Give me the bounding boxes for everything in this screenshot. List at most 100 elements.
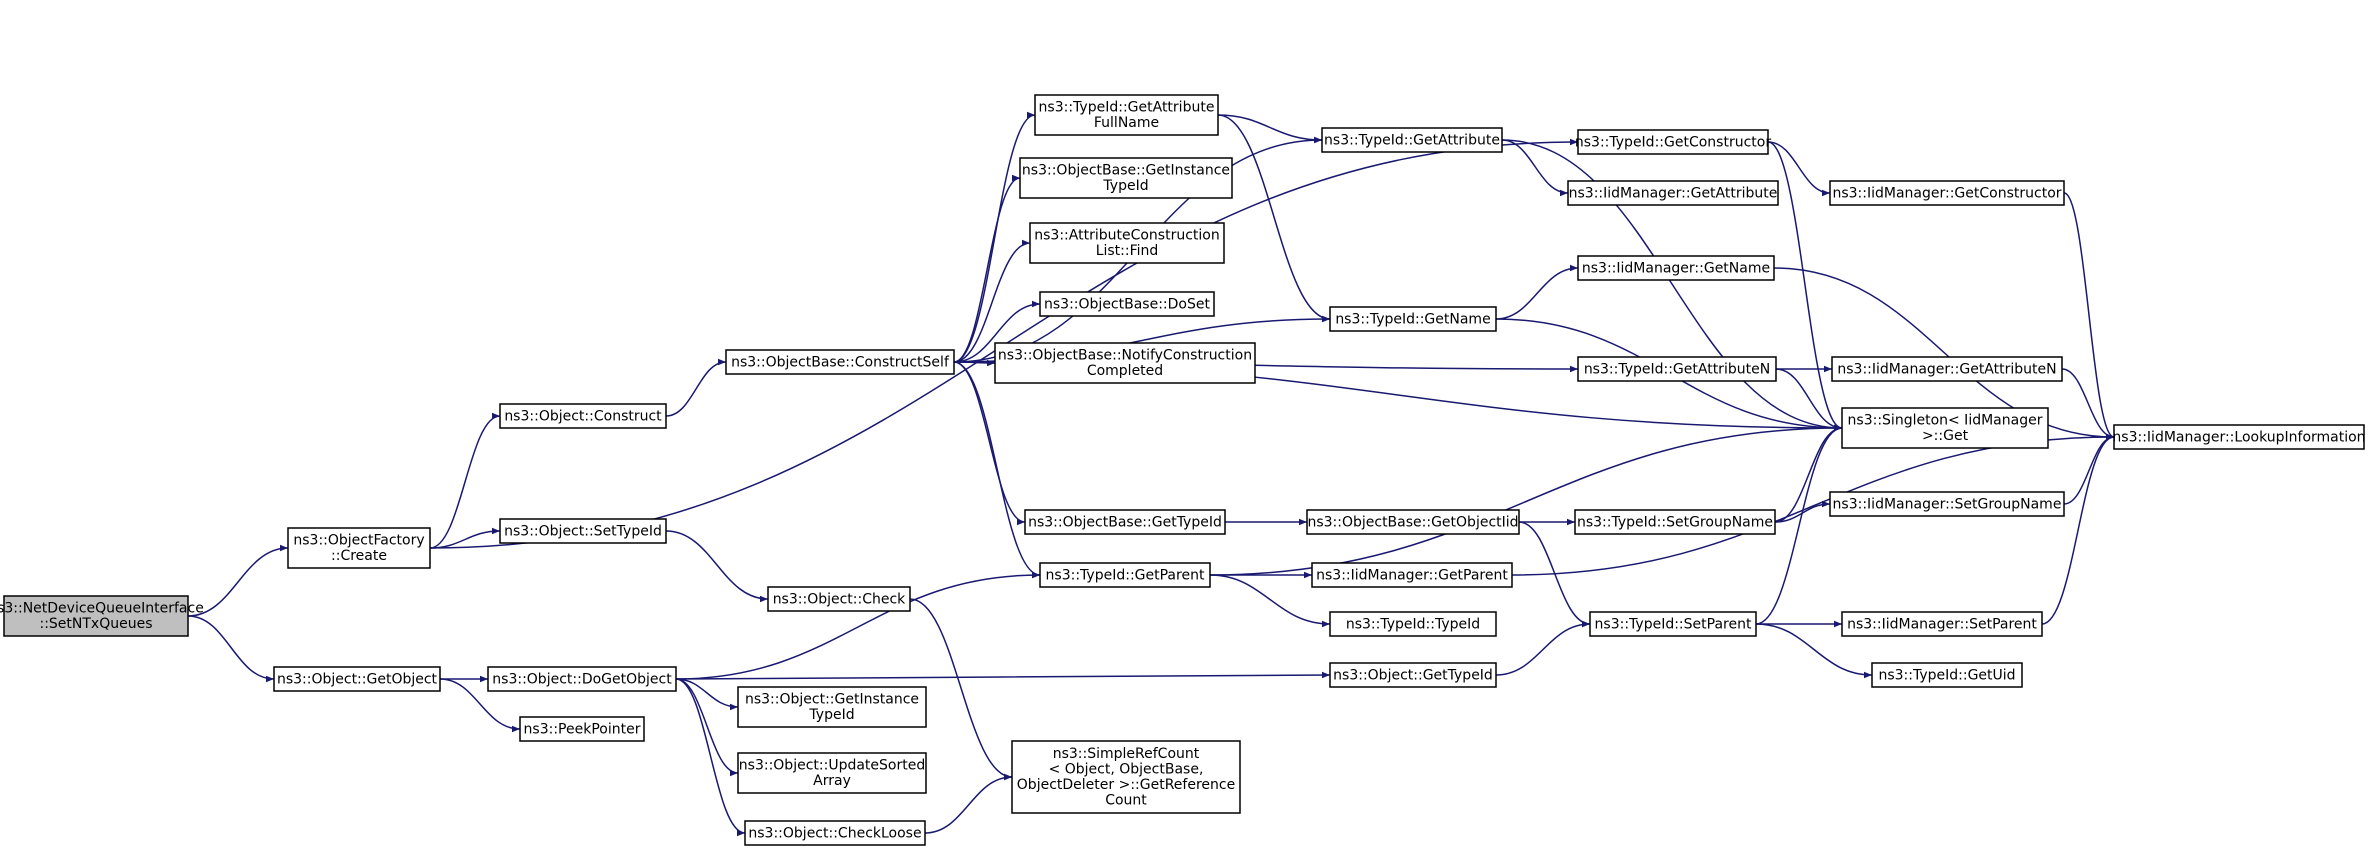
node-iid_getname[interactable]: ns3::IidManager::GetName — [1577, 255, 1775, 281]
node-label: ns3::Object::Construct — [504, 408, 662, 424]
node-tid_typeid[interactable]: ns3::TypeId::TypeId — [1329, 611, 1497, 637]
node-label: ns3::IidManager::GetAttributeN — [1837, 361, 2056, 377]
node-label: < Object, ObjectBase, — [1049, 762, 1204, 778]
edge-ob_constructself-to-tid_getattrfullname — [953, 111, 1036, 363]
node-iid_lookup[interactable]: ns3::IidManager::LookupInformation — [2112, 424, 2366, 450]
edge-ob_constructself-to-tid_getparent — [953, 361, 1041, 579]
node-tid_getattribute[interactable]: ns3::TypeId::GetAttribute — [1321, 127, 1503, 153]
node-iid_getconstructor[interactable]: ns3::IidManager::GetConstructor — [1829, 180, 2065, 206]
node-label: ns3::TypeId::GetName — [1335, 311, 1490, 327]
node-obj_checkloose[interactable]: ns3::Object::CheckLoose — [744, 820, 926, 846]
node-label: FullName — [1094, 115, 1159, 131]
node-ob_getobjectiid[interactable]: ns3::ObjectBase::GetObjectIid — [1306, 509, 1520, 535]
node-box — [1871, 662, 2023, 688]
node-box — [1011, 740, 1241, 814]
node-factory_create[interactable]: ns3::ObjectFactory::Create — [287, 527, 431, 569]
node-obj_construct[interactable]: ns3::Object::Construct — [499, 403, 667, 429]
edge-iid_getname-to-iid_lookup — [1773, 267, 2115, 441]
node-ob_gettypeid[interactable]: ns3::ObjectBase::GetTypeId — [1024, 509, 1226, 535]
node-label: ns3::Object::UpdateSorted — [739, 758, 925, 774]
edge-tid_getconstructor-to-iid_getconstructor — [1767, 141, 1831, 197]
node-iid_getparent[interactable]: ns3::IidManager::GetParent — [1311, 562, 1513, 588]
node-box — [1329, 306, 1497, 332]
node-simplerefcount[interactable]: ns3::SimpleRefCount< Object, ObjectBase,… — [1011, 740, 1241, 814]
node-box — [744, 820, 926, 846]
node-label: ns3::TypeId::GetAttributeN — [1584, 361, 1770, 377]
edge-tid_setparent-to-singleton_get — [1755, 424, 1843, 625]
edge-obj_dogetobject-to-obj_getinstancetypeid — [675, 678, 739, 711]
edge-tid_getparent-to-tid_typeid — [1209, 574, 1331, 628]
node-ob_notify[interactable]: ns3::ObjectBase::NotifyConstructionCompl… — [994, 342, 1256, 384]
node-tid_getparent[interactable]: ns3::TypeId::GetParent — [1039, 562, 1211, 588]
edge-obj_getobject-to-peekpointer — [439, 678, 521, 733]
node-label: ns3::ObjectFactory — [293, 533, 424, 549]
node-obj_gettypeid[interactable]: ns3::Object::GetTypeId — [1329, 662, 1497, 688]
node-tid_getuid[interactable]: ns3::TypeId::GetUid — [1871, 662, 2023, 688]
node-obj_settypeid[interactable]: ns3::Object::SetTypeId — [499, 518, 667, 544]
node-singleton_get[interactable]: ns3::Singleton< IidManager >::Get — [1841, 407, 2049, 449]
edge-obj_check-to-simplerefcount — [909, 598, 1013, 781]
node-tid_getname[interactable]: ns3::TypeId::GetName — [1329, 306, 1497, 332]
edge-iid_setparent-to-iid_lookup — [2041, 433, 2115, 625]
node-box — [767, 586, 911, 612]
node-label: ns3::SimpleRefCount — [1053, 746, 1200, 762]
node-tid_getconstructor[interactable]: ns3::TypeId::GetConstructor — [1575, 129, 1771, 155]
node-label: ns3::TypeId::GetParent — [1046, 567, 1205, 583]
node-iid_setparent[interactable]: ns3::IidManager::SetParent — [1841, 611, 2043, 637]
node-obj_getobject[interactable]: ns3::Object::GetObject — [273, 666, 441, 692]
node-box — [1034, 94, 1219, 136]
edge-iid_setgroupname-to-iid_lookup — [2063, 433, 2115, 505]
node-label: ns3::Object::SetTypeId — [504, 523, 662, 539]
node-setntx[interactable]: ns3::NetDeviceQueueInterface::SetNTxQueu… — [0, 595, 204, 637]
node-label: Array — [813, 773, 851, 789]
node-tid_getattributen[interactable]: ns3::TypeId::GetAttributeN — [1577, 356, 1777, 382]
node-label: ns3::ObjectBase::GetTypeId — [1028, 514, 1222, 530]
node-label: ns3::TypeId::SetGroupName — [1577, 514, 1773, 530]
node-box — [287, 527, 431, 569]
node-label: ns3::TypeId::TypeId — [1346, 616, 1480, 632]
edge-obj_gettypeid-to-tid_setparent — [1495, 620, 1591, 676]
node-label: TypeId — [808, 707, 854, 723]
edge-tid_setparent-to-tid_getuid — [1755, 623, 1873, 679]
edge-tid_getattrfullname-to-tid_getattribute — [1217, 114, 1323, 144]
node-label: ns3::ObjectBase::NotifyConstruction — [998, 348, 1252, 364]
edge-obj_dogetobject-to-obj_checkloose — [675, 678, 746, 837]
node-iid_getattributen[interactable]: ns3::IidManager::GetAttributeN — [1831, 356, 2063, 382]
edge-ob_constructself-to-acl_find — [953, 239, 1031, 363]
node-label: ns3::TypeId::GetConstructor — [1575, 134, 1771, 150]
node-label: ns3::IidManager::SetGroupName — [1833, 496, 2062, 512]
node-box — [1311, 562, 1513, 588]
edge-obj_settypeid-to-obj_check — [665, 530, 769, 603]
node-ob_constructself[interactable]: ns3::ObjectBase::ConstructSelf — [725, 349, 955, 375]
node-label: ns3::Object::GetInstance — [745, 692, 919, 708]
edge-factory_create-to-obj_construct — [429, 412, 501, 549]
node-obj_check[interactable]: ns3::Object::Check — [767, 586, 911, 612]
node-label: ::SetNTxQueues — [39, 616, 152, 632]
node-box — [994, 342, 1256, 384]
node-iid_setgroupname[interactable]: ns3::IidManager::SetGroupName — [1829, 491, 2065, 517]
node-tid_setgroupname[interactable]: ns3::TypeId::SetGroupName — [1574, 509, 1776, 535]
node-peekpointer[interactable]: ns3::PeekPointer — [519, 716, 645, 742]
edge-setntx-to-factory_create — [187, 544, 289, 617]
node-tid_setparent[interactable]: ns3::TypeId::SetParent — [1589, 611, 1757, 637]
node-box — [725, 349, 955, 375]
edge-tid_getconstructor-to-singleton_get — [1767, 141, 1843, 432]
node-box — [519, 716, 645, 742]
node-label: ns3::Object::DoGetObject — [492, 671, 672, 687]
edge-iid_getconstructor-to-iid_lookup — [2063, 192, 2115, 441]
node-ob_doset[interactable]: ns3::ObjectBase::DoSet — [1039, 291, 1215, 317]
edge-tid_getattrfullname-to-tid_getname — [1217, 114, 1331, 323]
node-label: ns3::Object::Check — [773, 591, 906, 607]
node-box — [1567, 180, 1779, 206]
node-box — [1577, 356, 1777, 382]
node-label: ns3::TypeId::SetParent — [1595, 616, 1752, 632]
node-iid_getattribute[interactable]: ns3::IidManager::GetAttribute — [1567, 180, 1779, 206]
edge-tid_getattributen-to-singleton_get — [1775, 368, 1843, 432]
node-obj_dogetobject[interactable]: ns3::Object::DoGetObject — [487, 666, 677, 692]
